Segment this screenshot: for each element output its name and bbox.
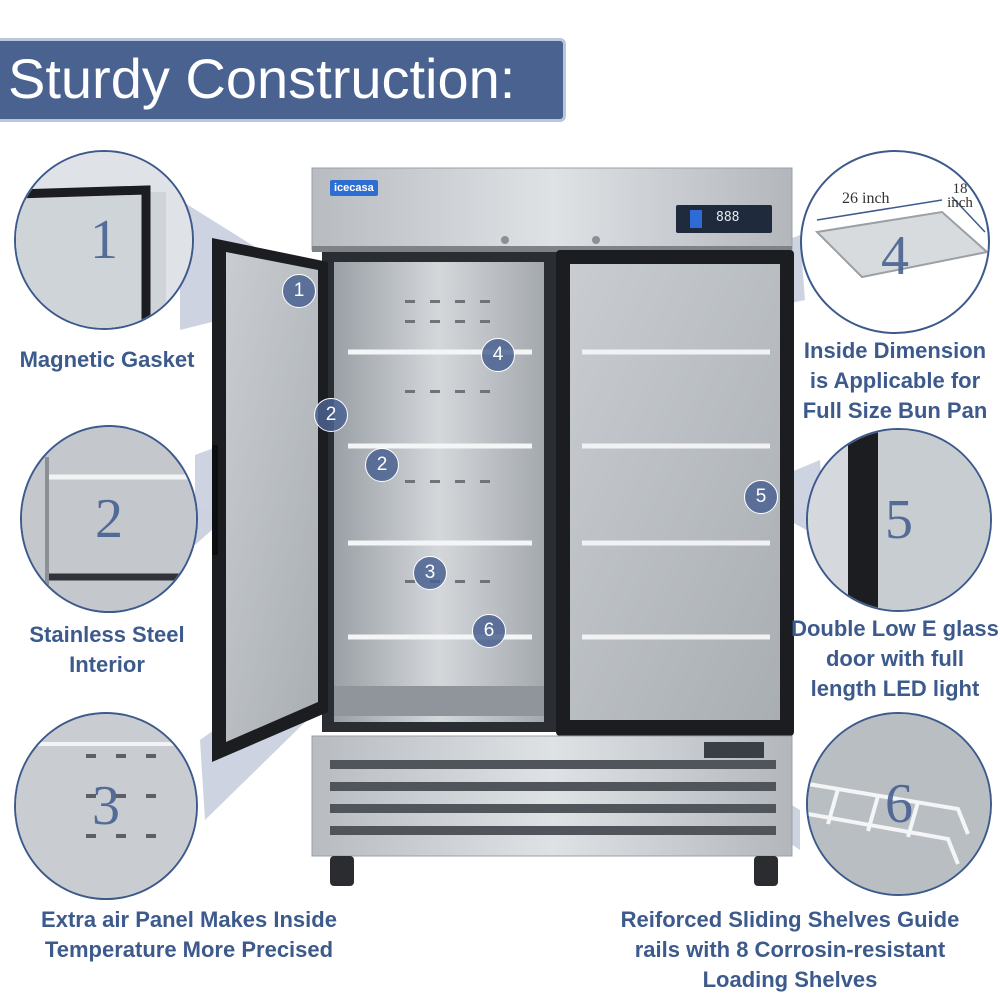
badge-2-interior: 2 bbox=[365, 448, 399, 482]
feature-1-number: 1 bbox=[90, 209, 118, 271]
feature-4-label: Inside Dimension is Applicable for Full … bbox=[802, 338, 988, 423]
brand-logo: icecasa bbox=[330, 180, 378, 196]
feature-1-closeup: 1 bbox=[14, 150, 194, 330]
feature-2-closeup: 2 bbox=[20, 425, 198, 613]
badge-4: 4 bbox=[481, 338, 515, 372]
feature-6-number: 6 bbox=[885, 773, 913, 835]
feature-6-label: Reiforced Sliding Shelves Guide rails wi… bbox=[620, 907, 960, 992]
feature-6-closeup: 6 bbox=[806, 712, 992, 896]
page-title: Sturdy Construction: bbox=[0, 38, 566, 122]
badge-5: 5 bbox=[744, 480, 778, 514]
shelf-guide-closeup-image bbox=[808, 714, 990, 894]
tray-length-label: 26 inch bbox=[842, 190, 890, 207]
badge-1: 1 bbox=[282, 274, 316, 308]
feature-5-number: 5 bbox=[885, 489, 913, 551]
feature-3-number: 3 bbox=[92, 775, 120, 837]
feature-4-closeup: 4 26 inch 18 inch bbox=[800, 150, 990, 334]
feature-3-closeup: 3 bbox=[14, 712, 198, 900]
air-panel-closeup-image bbox=[16, 714, 196, 898]
badge-6: 6 bbox=[472, 614, 506, 648]
glass-door-closeup-image bbox=[808, 430, 990, 610]
feature-5-label: Double Low E glass door with full length… bbox=[791, 616, 999, 701]
controller-display: 888 bbox=[716, 210, 740, 225]
feature-2-number: 2 bbox=[95, 488, 123, 550]
badge-3: 3 bbox=[413, 556, 447, 590]
feature-1-label: Magnetic Gasket bbox=[19, 347, 195, 372]
feature-5-closeup: 5 bbox=[806, 428, 992, 612]
feature-4-number: 4 bbox=[881, 225, 909, 288]
feature-2-label: Stainless Steel Interior bbox=[29, 622, 185, 677]
gasket-closeup-image bbox=[16, 152, 192, 328]
tray-width-label: 18 inch bbox=[947, 181, 973, 211]
interior-closeup-image bbox=[22, 427, 196, 611]
feature-3-label: Extra air Panel Makes Inside Temperature… bbox=[41, 907, 337, 962]
bun-pan-image bbox=[814, 196, 988, 279]
badge-2-door: 2 bbox=[314, 398, 348, 432]
